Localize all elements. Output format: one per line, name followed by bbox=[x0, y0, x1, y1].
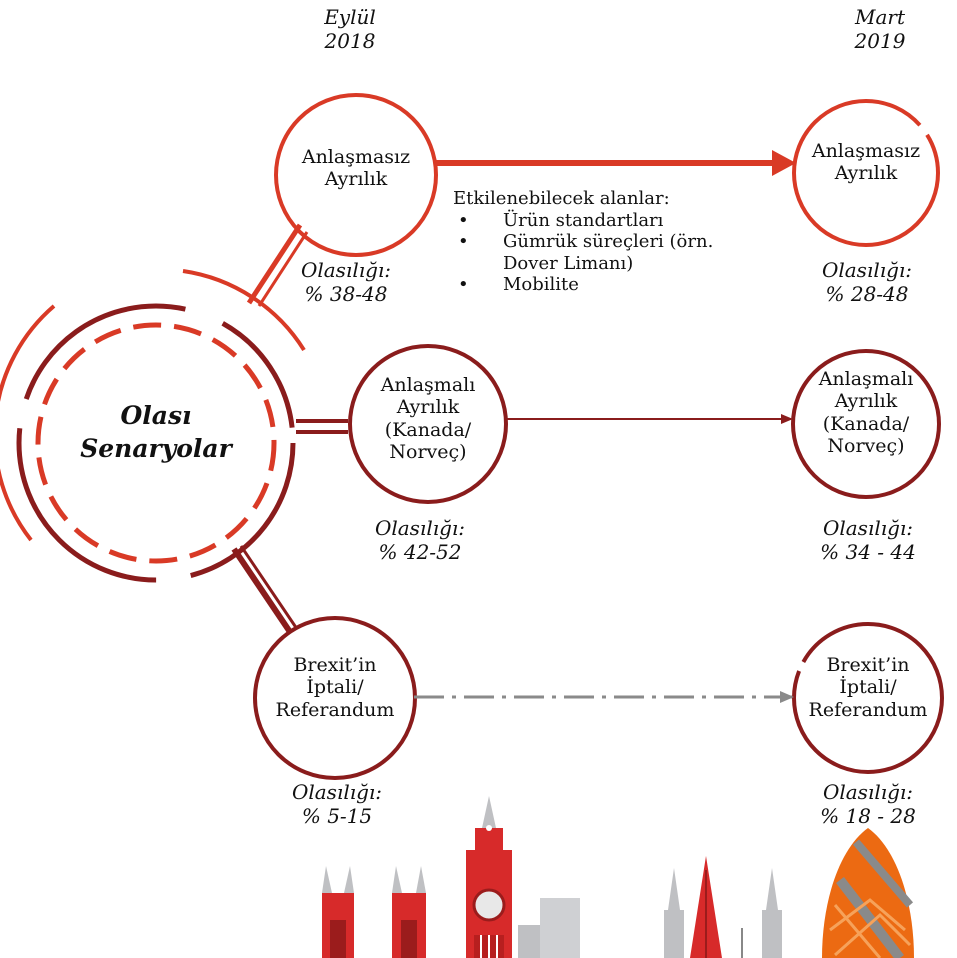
label-line: Anlaşmalı bbox=[818, 368, 914, 390]
label-line: Anlaşmasız bbox=[301, 146, 411, 168]
deal-2019-label: Anlaşmalı Ayrılık (Kanada/ Norveç) bbox=[776, 368, 956, 458]
center-outer-ring bbox=[16, 303, 296, 583]
impact-item: • Ürün standartları bbox=[453, 210, 713, 232]
impact-item-text: Ürün standartları bbox=[503, 209, 664, 231]
bullet-icon: • bbox=[458, 274, 469, 296]
label-line: Referandum bbox=[275, 698, 395, 721]
prob-line: % 28-48 bbox=[825, 282, 909, 306]
westminster-tower-right bbox=[392, 866, 426, 958]
church-spire-left bbox=[664, 868, 684, 958]
big-ben-tower bbox=[466, 796, 512, 958]
label-line: Brexit’in bbox=[293, 654, 377, 676]
prob-line: Olasılığı: bbox=[822, 780, 914, 804]
label-line: Brexit’in bbox=[826, 654, 910, 676]
impact-item-text: Mobilite bbox=[503, 274, 579, 296]
connector-no-deal bbox=[246, 223, 303, 305]
prob-line: Olasılığı: bbox=[821, 258, 913, 282]
deal-2019-probability: Olasılığı: % 34 - 44 bbox=[778, 516, 957, 564]
prob-line: Olasılığı: bbox=[822, 516, 914, 540]
prob-line: % 5-15 bbox=[301, 804, 373, 828]
prob-line: Olasılığı: bbox=[374, 516, 466, 540]
center-label: Olası Senaryolar bbox=[46, 400, 266, 465]
impact-item: • Gümrük süreçleri (örn.Dover Limanı) bbox=[453, 231, 713, 274]
label-line: Ayrılık bbox=[834, 390, 898, 413]
label-line: Norveç) bbox=[389, 441, 467, 464]
no-deal-2018-label: Anlaşmasız Ayrılık bbox=[266, 146, 446, 191]
node-deal-2019 bbox=[791, 349, 941, 499]
center-label-line2: Senaryolar bbox=[80, 433, 232, 463]
node-no-deal-2019 bbox=[792, 99, 940, 247]
center-label-line1: Olası bbox=[120, 401, 192, 430]
impact-item: • Mobilite bbox=[453, 274, 713, 296]
center-connectors bbox=[231, 223, 348, 634]
label-line: İptali/ bbox=[839, 676, 897, 699]
label-line: (Kanada/ bbox=[822, 412, 910, 435]
prob-line: Olasılığı: bbox=[300, 258, 392, 282]
node-no-deal-2018 bbox=[274, 93, 438, 257]
connector-cancel bbox=[231, 547, 293, 634]
prob-line: Olasılığı: bbox=[291, 780, 383, 804]
label-line: Ayrılık bbox=[396, 396, 460, 419]
impact-areas-list: • Ürün standartları • Gümrük süreçleri (ör… bbox=[453, 210, 713, 296]
label-line: Anlaşmasız bbox=[811, 140, 921, 162]
cancel-2019-probability: Olasılığı: % 18 - 28 bbox=[778, 780, 957, 828]
label-line: Norveç) bbox=[827, 435, 905, 458]
label-line: Referandum bbox=[808, 698, 928, 721]
impact-item-text-cont: Dover Limanı) bbox=[503, 252, 634, 274]
impact-item-text: Gümrük süreçleri (örn. bbox=[503, 231, 714, 253]
arrow-no-deal-head bbox=[772, 150, 796, 176]
impact-areas: Etkilenebilecek alanlar: • Ürün standartl… bbox=[453, 188, 713, 296]
prob-line: % 38-48 bbox=[304, 282, 388, 306]
bullet-icon: • bbox=[458, 209, 469, 231]
label-line: Ayrılık bbox=[834, 162, 898, 185]
label-line: (Kanada/ bbox=[384, 418, 472, 441]
connector-cancel-inner bbox=[239, 545, 299, 630]
node-deal-2018 bbox=[348, 344, 508, 504]
westminster-tower-left bbox=[322, 866, 354, 958]
deal-2018-probability: Olasılığı: % 42-52 bbox=[330, 516, 510, 564]
prob-line: % 18 - 28 bbox=[820, 804, 916, 828]
prob-line: % 42-52 bbox=[378, 540, 462, 564]
no-deal-2019-label: Anlaşmasız Ayrılık bbox=[776, 140, 956, 185]
center-left-arc bbox=[0, 304, 56, 542]
cancel-2018-probability: Olasılığı: % 5-15 bbox=[247, 780, 427, 828]
impact-areas-title: Etkilenebilecek alanlar: bbox=[453, 188, 670, 209]
no-deal-2019-probability: Olasılığı: % 28-48 bbox=[777, 258, 957, 306]
node-cancel-2019 bbox=[792, 622, 944, 774]
grey-building-2 bbox=[540, 898, 580, 958]
label-line: Anlaşmalı bbox=[380, 374, 476, 396]
date-left-year: 2018 bbox=[324, 28, 376, 53]
date-left-month: Eylül bbox=[324, 5, 376, 29]
church-spire-right bbox=[762, 868, 782, 958]
date-right-month: Mart bbox=[855, 5, 905, 29]
label-line: İptali/ bbox=[306, 676, 364, 699]
deal-2018-label: Anlaşmalı Ayrılık (Kanada/ Norveç) bbox=[338, 374, 518, 464]
date-left: Eylül 2018 bbox=[290, 5, 410, 53]
no-deal-2018-probability: Olasılığı: % 38-48 bbox=[256, 258, 436, 306]
connector-no-deal-inner bbox=[257, 231, 309, 307]
gherkin-tower bbox=[822, 828, 914, 958]
center-dashed-ring bbox=[35, 322, 277, 564]
label-line: Ayrılık bbox=[324, 168, 388, 191]
london-skyline-illustration bbox=[322, 796, 914, 958]
date-right: Mart 2019 bbox=[820, 5, 940, 53]
cancel-2018-label: Brexit’in İptali/ Referandum bbox=[245, 654, 425, 721]
date-right-year: 2019 bbox=[854, 28, 906, 53]
prob-line: % 34 - 44 bbox=[820, 540, 916, 564]
cancel-2019-label: Brexit’in İptali/ Referandum bbox=[778, 654, 957, 721]
bullet-icon: • bbox=[458, 231, 469, 253]
